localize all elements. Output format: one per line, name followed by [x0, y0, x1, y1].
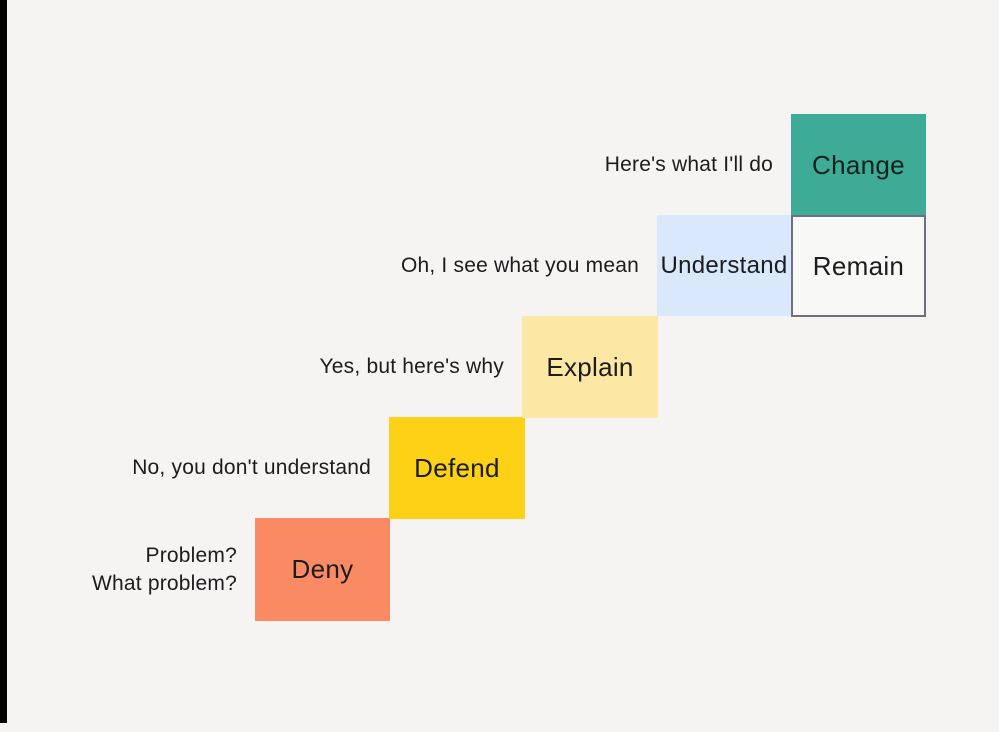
- step-change: Change: [791, 114, 926, 216]
- caption-explain: Yes, but here's why: [319, 355, 504, 379]
- step-explain: Explain: [522, 316, 658, 418]
- caption-defend: No, you don't understand: [132, 456, 371, 480]
- step-defend: Defend: [389, 417, 525, 519]
- step-remain: Remain: [791, 215, 926, 317]
- caption-change: Here's what I'll do: [604, 153, 773, 177]
- caption-understand: Oh, I see what you mean: [400, 253, 639, 277]
- step-deny: Deny: [255, 518, 390, 621]
- left-edge-bar: [0, 0, 7, 723]
- caption-deny: Problem? What problem?: [92, 543, 237, 595]
- step-understand: Understand: [657, 215, 791, 316]
